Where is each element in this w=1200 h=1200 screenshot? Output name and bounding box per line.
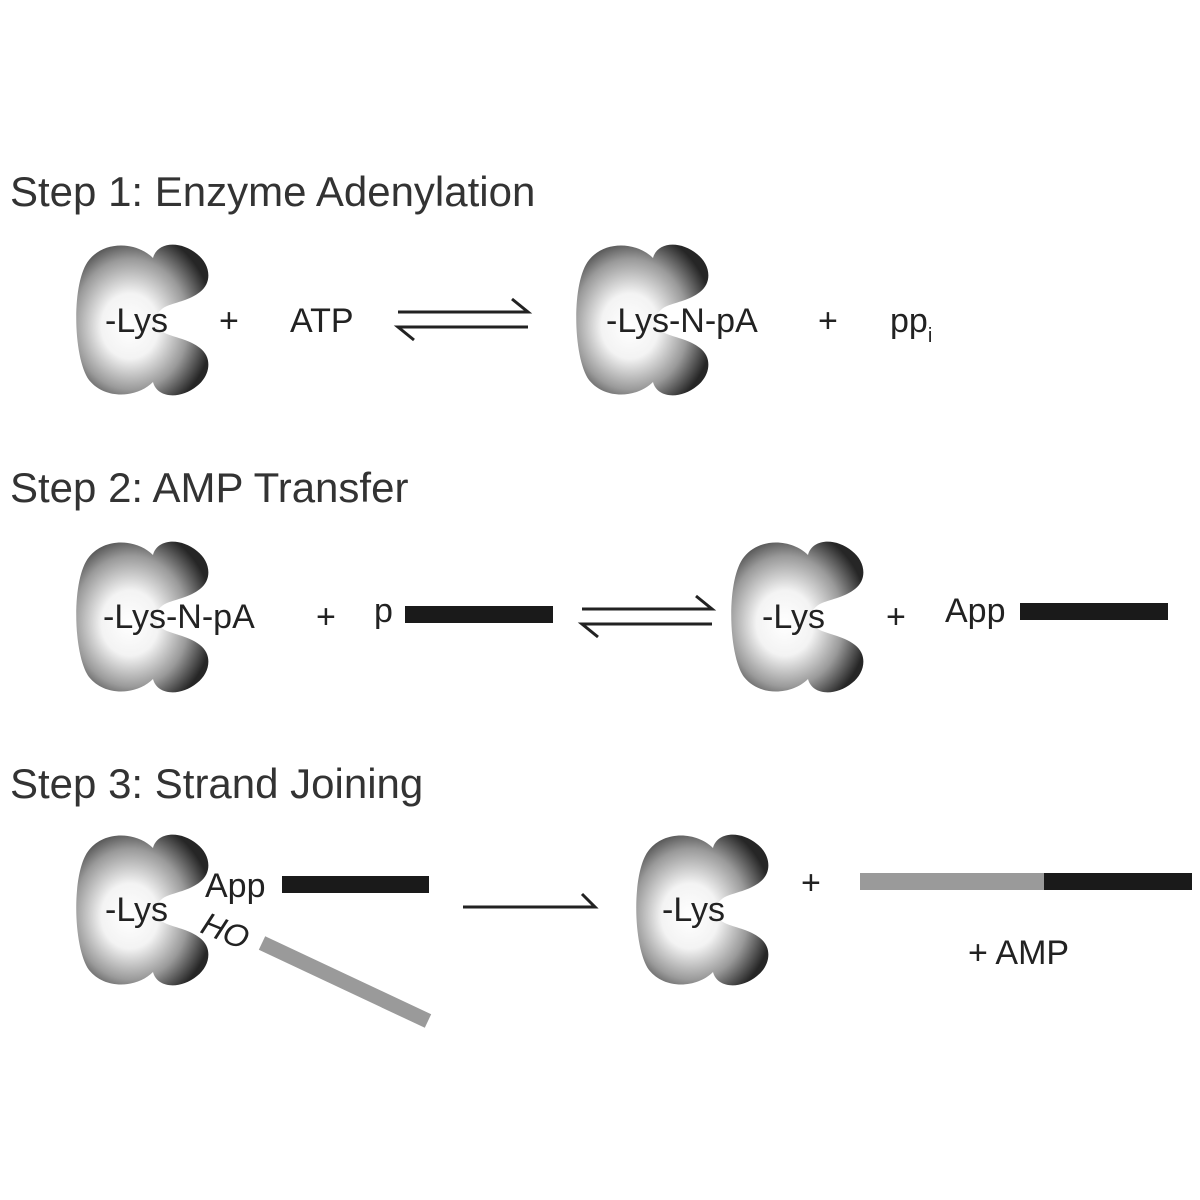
lys-label-step2-right: -Lys [762,598,825,636]
lys-n-pa-label-step2: -Lys-N-pA [103,598,255,636]
lys-label-step3-left: -Lys [105,891,168,929]
step-1: Step 1: Enzyme Adenylation -Lys + ATP -L… [10,168,932,396]
equilibrium-arrows-step2 [577,594,717,639]
plus-step1-b: + [818,302,838,340]
atp-label: ATP [290,302,354,340]
half-arrow-step3 [463,892,599,909]
plus-step3: + [801,864,821,902]
plus-step2-b: + [886,598,906,636]
app-label-step3: App [205,867,266,905]
joined-dna-black-segment [1044,873,1192,890]
lys-label-step1-left: -Lys [105,302,168,340]
p-label: p [374,592,393,630]
step-3: Step 3: Strand Joining -Lys App HO -Lys … [10,760,1192,1028]
plus-step2-a: + [316,598,336,636]
app-label-step2: App [945,592,1006,630]
amp-byproduct-label: + AMP [968,934,1069,972]
step-2: Step 2: AMP Transfer -Lys-N-pA + p -Lys … [10,464,1168,693]
joined-dna-gray-segment [860,873,1046,890]
step-1-title: Step 1: Enzyme Adenylation [10,168,535,215]
lys-n-pa-label-step1: -Lys-N-pA [606,302,758,340]
lys-label-step3-right: -Lys [662,891,725,929]
dna-strand-step2-right [1020,603,1168,620]
plus-step1-a: + [219,302,239,340]
dna-strand-step2-left [405,606,553,623]
dna-strand-step3-gray [258,936,432,1028]
step-3-title: Step 3: Strand Joining [10,760,423,807]
equilibrium-arrows-step1 [393,297,533,342]
step-2-title: Step 2: AMP Transfer [10,464,408,511]
ppi-label: ppi [890,302,932,347]
dna-strand-step3-black [282,876,429,893]
